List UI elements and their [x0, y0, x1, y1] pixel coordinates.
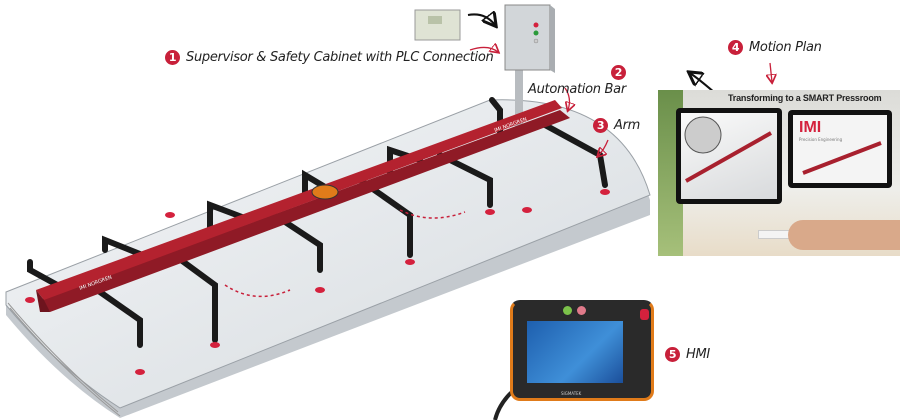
- plc-unit: [414, 9, 461, 41]
- callout-text: HMI: [686, 347, 710, 362]
- callout-text: Arm: [614, 118, 641, 133]
- imi-logo-subtitle: Precision Engineering: [799, 137, 843, 142]
- hmi-screen: [527, 321, 623, 383]
- automation-bar: [36, 100, 570, 312]
- callout-number: 2: [610, 65, 626, 80]
- label-arm: 3 Arm: [593, 118, 640, 133]
- callout-number: 3: [593, 118, 608, 133]
- callout-number: 4: [728, 40, 743, 55]
- callout-arrow: [598, 139, 609, 156]
- label-hmi: 5 HMI: [665, 347, 710, 362]
- callout-text: Motion Plan: [749, 40, 822, 55]
- callout-number: 1: [165, 50, 180, 65]
- callout-arrow: [770, 62, 772, 82]
- callout-number: 5: [665, 347, 680, 362]
- red-button: [577, 306, 586, 315]
- hands: [788, 220, 900, 250]
- left-monitor: [676, 108, 782, 204]
- motion-arc: [399, 209, 466, 219]
- plc-arrow: [467, 14, 495, 25]
- rotator: [311, 184, 339, 200]
- label-supervisor-cabinet: 1 Supervisor & Safety Cabinet with PLC Co…: [165, 50, 494, 65]
- cabinet-pole: [515, 70, 523, 135]
- green-button: [563, 306, 572, 315]
- safety-cabinet: [504, 4, 555, 73]
- imi-logo: IMI: [799, 119, 822, 136]
- motion-arc: [224, 284, 291, 298]
- photo-title: Transforming to a SMART Pressroom: [728, 93, 882, 103]
- hmi-brand: SIGMATEK: [561, 391, 582, 396]
- hmi-tablet: SIGMATEK: [510, 300, 654, 401]
- callout-arrow: [565, 87, 569, 110]
- callout-text: Supervisor & Safety Cabinet with PLC Con…: [186, 50, 494, 65]
- callout-arrow: [469, 47, 498, 52]
- emergency-stop: [640, 309, 649, 320]
- callout-text: Automation Bar: [528, 82, 626, 97]
- label-motion-plan: 4 Motion Plan: [728, 40, 822, 55]
